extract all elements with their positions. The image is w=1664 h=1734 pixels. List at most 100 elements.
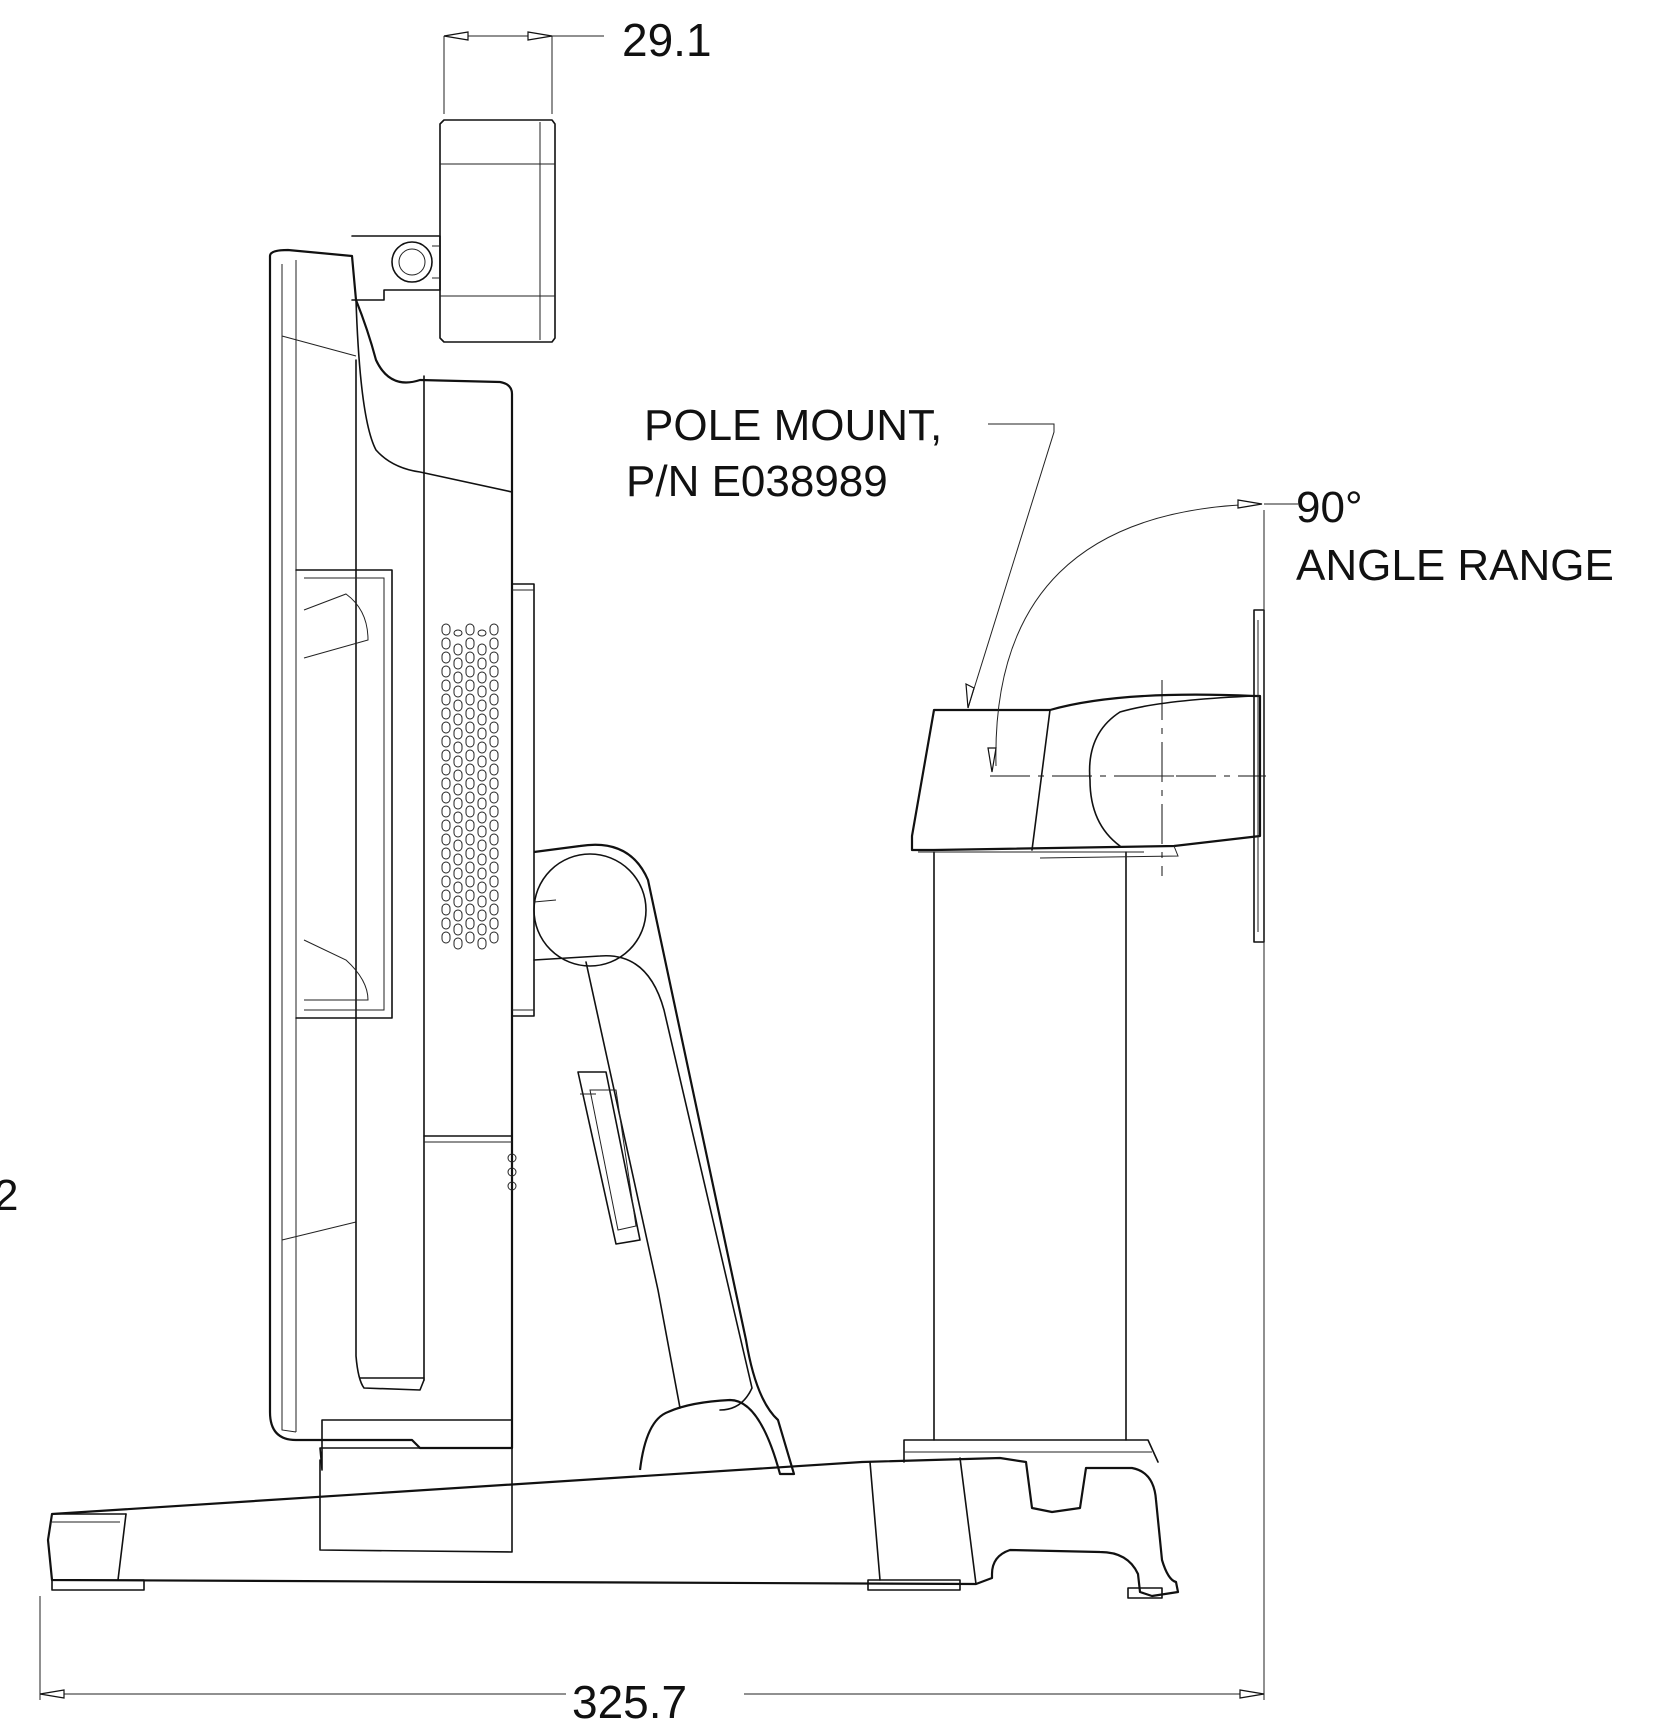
vent-slot [453, 839, 463, 852]
vent-slot [477, 727, 487, 740]
vent-slot [465, 637, 475, 650]
webcam [351, 119, 556, 343]
vent-slot [489, 889, 499, 902]
vent-slot [453, 643, 463, 656]
monitor-stand [533, 843, 796, 1476]
vent-slot [489, 777, 499, 790]
vent-slots [441, 623, 499, 950]
vent-slot [477, 699, 487, 712]
vent-slot [489, 693, 499, 706]
vent-slot [477, 685, 487, 698]
vent-slot [465, 763, 475, 776]
pole-mount [910, 609, 1266, 1441]
vent-slot [453, 881, 463, 894]
vent-slot [453, 699, 463, 712]
vent-slot [489, 707, 499, 720]
vent-slot [441, 917, 451, 930]
vent-slot [489, 903, 499, 916]
vent-slot [453, 909, 463, 922]
vent-slot [441, 651, 451, 664]
vent-slot [465, 721, 475, 734]
vent-slot [453, 923, 463, 936]
vent-slot [489, 875, 499, 888]
vent-slot [441, 637, 451, 650]
vent-slot [477, 895, 487, 908]
vent-slot [477, 783, 487, 796]
vent-slot [465, 749, 475, 762]
vent-slot [465, 931, 475, 944]
vent-slot [453, 741, 463, 754]
vent-slot [465, 665, 475, 678]
vent-slot [477, 797, 487, 810]
vent-slot [441, 707, 451, 720]
vent-slot [477, 937, 487, 950]
angle-value-label: 90° [1296, 483, 1363, 532]
vent-slot [477, 713, 487, 726]
vent-slot [489, 847, 499, 860]
vent-slot [465, 791, 475, 804]
overall-width-label: 325.7 [572, 1676, 687, 1728]
vent-slot [441, 721, 451, 734]
vent-slot [453, 895, 463, 908]
vent-slot [477, 909, 487, 922]
vent-slot [441, 623, 451, 636]
vent-slot [441, 819, 451, 832]
vent-slot [441, 679, 451, 692]
vent-slot [465, 805, 475, 818]
vent-slot [465, 861, 475, 874]
angle-range-arc [987, 499, 1298, 773]
vent-slot [489, 833, 499, 846]
vent-slot [489, 721, 499, 734]
vent-slot [489, 931, 499, 944]
vent-slot [465, 847, 475, 860]
camera-width-label: 29.1 [622, 14, 712, 66]
vent-slot [453, 685, 463, 698]
vent-slot [489, 861, 499, 874]
vent-slot [465, 889, 475, 902]
overall-width-dimension [39, 1689, 1265, 1699]
vent-slot [441, 693, 451, 706]
vent-slot [453, 629, 463, 637]
vent-slot [489, 763, 499, 776]
vent-slot [489, 791, 499, 804]
vent-slot [441, 749, 451, 762]
vent-slot [477, 671, 487, 684]
vent-slot [453, 769, 463, 782]
vent-slot [477, 825, 487, 838]
vent-slot [465, 833, 475, 846]
angle-range-label: ANGLE RANGE [1296, 541, 1614, 590]
vent-slot [477, 629, 487, 637]
vent-slot [489, 819, 499, 832]
vent-slot [477, 769, 487, 782]
vent-slot [465, 917, 475, 930]
vent-slot [453, 755, 463, 768]
stand-base [46, 1439, 1180, 1599]
vent-slot [489, 917, 499, 930]
vent-slot [477, 657, 487, 670]
vent-slot [477, 755, 487, 768]
vent-slot [477, 881, 487, 894]
vent-slot [477, 923, 487, 936]
vent-slot [489, 735, 499, 748]
vent-slot [441, 889, 451, 902]
vent-slot [441, 665, 451, 678]
vent-slot [453, 867, 463, 880]
pole-mount-label-line2: P/N E038989 [626, 457, 888, 506]
vent-slot [453, 671, 463, 684]
camera-width-dimension [443, 31, 604, 114]
vent-slot [489, 637, 499, 650]
pole-mount-leader [965, 423, 1055, 709]
vent-slot [453, 853, 463, 866]
pole-mount-label-line1: POLE MOUNT, [644, 401, 942, 450]
vent-slot [441, 805, 451, 818]
vent-slot [453, 811, 463, 824]
vent-slot [465, 623, 475, 636]
vent-slot [441, 903, 451, 916]
vent-slot [441, 791, 451, 804]
vent-slot [465, 903, 475, 916]
vent-slot [489, 749, 499, 762]
vent-slot [477, 853, 487, 866]
vent-slot [441, 763, 451, 776]
vent-slot [453, 783, 463, 796]
